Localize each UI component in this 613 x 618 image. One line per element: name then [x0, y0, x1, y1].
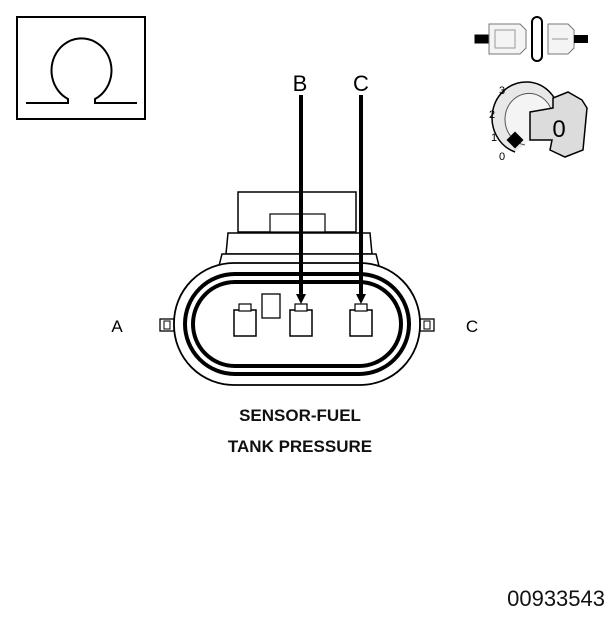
- probe-b: B: [293, 71, 308, 304]
- probe-c: C: [353, 71, 369, 304]
- probe-b-label: B: [293, 71, 308, 96]
- connector-seal-outer: [183, 272, 411, 376]
- ignition-key-icon: 3 2 1 0 0: [489, 81, 588, 163]
- ohm-icon: [26, 37, 137, 104]
- ohm-symbol: [16, 16, 146, 120]
- connector-seal-inner: [191, 280, 403, 368]
- terminal-label-c: C: [466, 317, 478, 336]
- key-position-3: 3: [499, 85, 505, 97]
- connector-key-notch: [261, 293, 281, 319]
- key-position-0: 0: [499, 151, 505, 163]
- key-position-1: 1: [491, 132, 497, 144]
- key-selected-position: 0: [552, 116, 565, 143]
- key-pointer: [506, 131, 524, 149]
- terminal-cavity-c: [349, 303, 373, 337]
- key-head: [529, 91, 588, 158]
- caption-line-2: TANK PRESSURE: [227, 437, 373, 456]
- caption-line-1: SENSOR-FUEL: [239, 406, 361, 425]
- key-position-2: 2: [489, 109, 495, 121]
- probe-c-label: C: [353, 71, 369, 96]
- terminal-cavity-b: [289, 303, 313, 337]
- figure-code: 00933543: [507, 586, 605, 611]
- connector: [159, 191, 435, 386]
- disconnected-connector-icon: [474, 16, 588, 62]
- terminal-cavity-a: [233, 303, 257, 337]
- terminal-label-a: A: [111, 317, 123, 336]
